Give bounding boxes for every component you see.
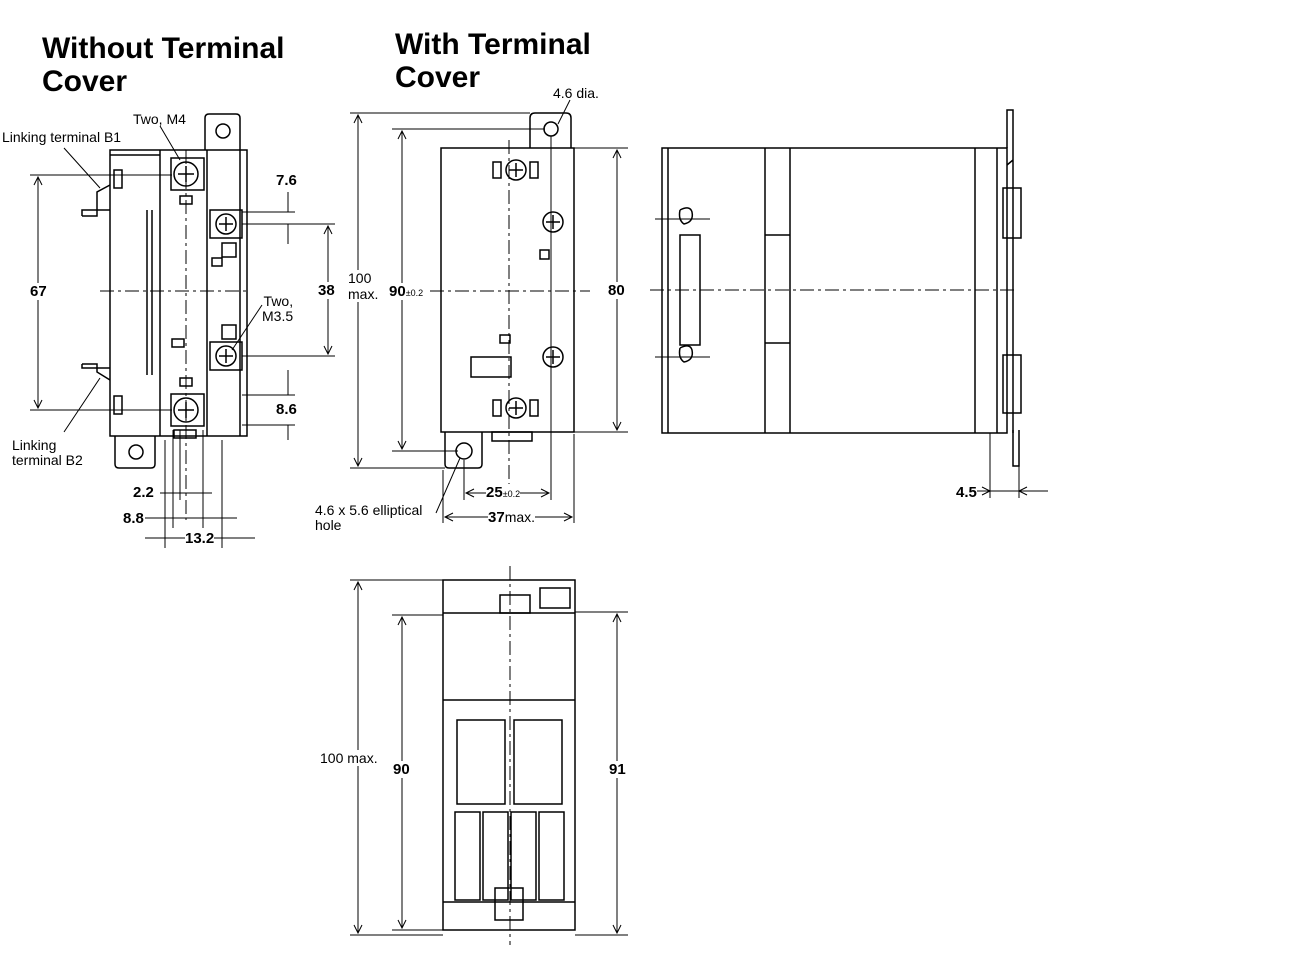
dim-67: 67 [30, 283, 47, 300]
view-with-cover-side [650, 109, 1048, 498]
screw-m4-top [170, 157, 205, 191]
dim-90-bottom: 90 [393, 761, 410, 778]
title-without-line2: Cover [42, 65, 128, 98]
dim-100-line2: max. [348, 286, 379, 302]
dim-80: 80 [608, 282, 625, 299]
dim-37-suffix: max. [504, 509, 536, 525]
screw-m4-bottom [170, 393, 205, 427]
cover-bottom-hole [455, 442, 473, 460]
label-elliptical-line1: 4.6 x 5.6 elliptical [315, 502, 423, 518]
label-hole-4-6-dia: 4.6 dia. [553, 85, 599, 101]
dim-25-tolerance: ±0.2 [502, 489, 521, 499]
view-bottom [350, 566, 628, 945]
dim-100-max: 100 max. [348, 270, 379, 302]
dim-90-value: 90 [389, 283, 406, 300]
label-two-m35: Two, M3.5 [262, 294, 293, 324]
dim-25: 25±0.2 [486, 484, 521, 501]
bottom-view-body [442, 579, 576, 931]
dim-38: 38 [318, 282, 335, 299]
cover-body [440, 147, 575, 433]
view-without-cover [30, 113, 335, 548]
dim-25-value: 25 [486, 484, 503, 501]
dim-7-6: 7.6 [276, 172, 297, 189]
terminal-slot-2 [513, 719, 563, 805]
label-two-m35-line2: M3.5 [262, 308, 294, 324]
dim-8-6: 8.6 [276, 401, 297, 418]
label-linking-b2-line2: terminal B2 [12, 452, 83, 468]
socket-body [109, 149, 248, 437]
title-without-line1: Without Terminal [42, 32, 285, 65]
dim-2-2: 2.2 [133, 484, 154, 501]
terminal-slot-1 [456, 719, 506, 805]
title-with-line2: Cover [395, 61, 481, 94]
dim-4-5: 4.5 [956, 484, 977, 501]
cover-top-tab [529, 112, 572, 148]
dim-90: 90±0.2 [389, 283, 424, 300]
label-elliptical-line2: hole [315, 517, 342, 533]
title-without-terminal-cover: Without Terminal Cover [42, 32, 285, 98]
linking-terminal-b1 [81, 184, 111, 217]
dim-37-value: 37 [488, 509, 505, 526]
label-linking-terminal-b1: Linking terminal B1 [2, 129, 122, 145]
side-mount-bracket [1006, 109, 1014, 433]
label-linking-terminal-b2: Linking terminal B2 [12, 438, 83, 468]
dim-8-8: 8.8 [123, 510, 144, 527]
title-with-terminal-cover: With Terminal Cover [395, 28, 591, 94]
dim-91: 91 [609, 761, 626, 778]
dim-100-line1: 100 [348, 270, 372, 286]
bottom-mount-hole [128, 444, 144, 460]
label-two-m35-line1: Two, [263, 293, 294, 309]
label-two-m4: Two, M4 [133, 111, 186, 127]
label-linking-b2-line1: Linking [12, 437, 57, 453]
top-mount-tab [204, 113, 241, 150]
view-with-cover-front [350, 99, 628, 523]
screw-m35-top [209, 209, 243, 239]
dim-100-max-bottom: 100 max. [320, 750, 378, 766]
screw-m35-bottom [209, 341, 243, 371]
label-elliptical-hole: 4.6 x 5.6 elliptical hole [315, 503, 422, 533]
linking-terminal-b2 [81, 363, 111, 381]
title-with-line1: With Terminal [395, 28, 591, 61]
bottom-mount-tab [114, 436, 156, 469]
dim-13-2: 13.2 [185, 530, 215, 547]
dim-37-max: 37max. [488, 509, 536, 526]
cover-top-hole [543, 121, 559, 137]
top-mount-hole [215, 123, 231, 139]
dim-90-tolerance: ±0.2 [405, 288, 424, 298]
